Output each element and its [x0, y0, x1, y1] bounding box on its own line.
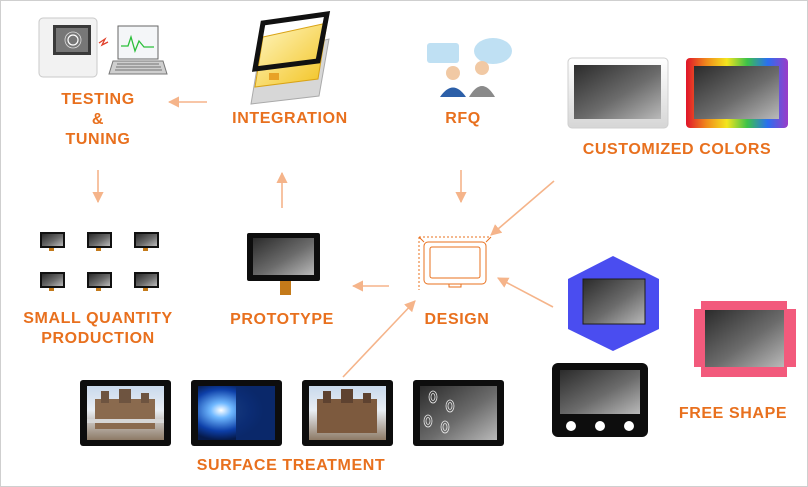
testing-label-line1: TESTING — [61, 91, 135, 108]
laptop-oscilloscope-icon — [108, 25, 168, 75]
hexagon-panel — [568, 256, 659, 351]
surface-panel-glow — [191, 380, 282, 446]
testing-label-line3: TUNING — [65, 131, 131, 148]
surface-panel-castle-a — [80, 380, 171, 446]
small-quantity-production-label: SMALL QUANTITY PRODUCTION — [6, 309, 190, 349]
design-label: DESIGN — [424, 311, 490, 328]
design-sketch-icon — [418, 236, 492, 290]
testing-label-line2: & — [91, 111, 105, 128]
surface-panel-fingerprints — [413, 380, 504, 446]
surface-panel-castle-b — [302, 380, 393, 446]
silver-bezel-panel — [567, 57, 669, 129]
integration-label: INTEGRATION — [232, 110, 348, 127]
rainbow-bezel-panel — [686, 58, 788, 128]
people-chat-icon — [427, 38, 512, 97]
arrow-colors-to-design — [490, 180, 555, 236]
surface-treatment-label: SURFACE TREATMENT — [196, 457, 386, 474]
free-shape-label: FREE SHAPE — [678, 405, 788, 422]
stacked-panels-icon — [250, 11, 331, 105]
arrow-surface-to-design — [342, 300, 416, 378]
production-label-line1: SMALL QUANTITY — [23, 310, 173, 327]
arrow-freeshape-to-design — [497, 277, 554, 308]
rfq-label: RFQ — [445, 110, 481, 127]
production-label-line2: PRODUCTION — [41, 330, 155, 347]
mini-panels-grid — [40, 232, 159, 291]
prototype-label: PROTOTYPE — [230, 311, 334, 328]
touch-tester-icon — [38, 17, 109, 78]
testing-tuning-label: TESTING & TUNING — [48, 90, 148, 150]
pink-frame-panel — [694, 301, 796, 377]
flow-arrows — [92, 96, 555, 378]
prototype-panel — [247, 233, 320, 295]
customized-colors-label: CUSTOMIZED COLORS — [582, 141, 772, 158]
button-bezel-panel — [552, 363, 648, 437]
